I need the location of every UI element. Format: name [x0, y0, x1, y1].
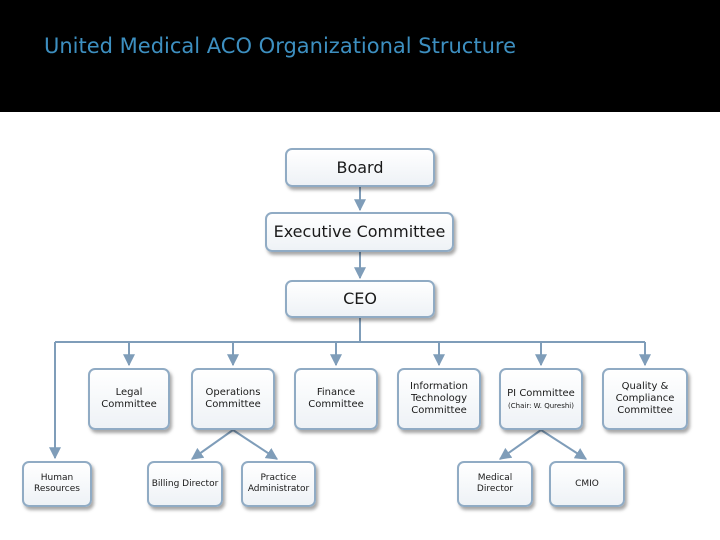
legal-committee-box: Legal Committee: [88, 368, 170, 430]
cmio-line: CMIO: [575, 478, 599, 489]
pi-committee-chair: (Chair: W. Qureshi): [508, 401, 574, 410]
connector-pi-cmio: [540, 429, 588, 460]
board-box: Board: [285, 148, 435, 187]
quality-committee-line: Compliance: [615, 393, 675, 404]
quality-committee-box: Quality & Compliance Committee: [602, 368, 688, 430]
executive-committee-label: Executive Committee: [273, 222, 446, 242]
ceo-label: CEO: [343, 289, 377, 309]
board-label: Board: [336, 157, 384, 177]
ceo-box: CEO: [285, 280, 435, 318]
human-resources-line: Resources: [34, 484, 80, 494]
connector-pi-medical: [499, 429, 542, 460]
connector-ops-billing: [191, 429, 234, 460]
medical-director-line: Medical: [477, 473, 513, 484]
practice-administrator-line: Administrator: [247, 484, 310, 494]
connector-ops-practice: [232, 429, 279, 460]
human-resources-line: Human: [40, 473, 74, 484]
practice-administrator-box: Practice Administrator: [241, 461, 316, 507]
operations-committee-line: Committee: [205, 399, 261, 410]
legal-committee-line: Legal: [115, 387, 143, 398]
billing-director-box: Billing Director: [147, 461, 223, 507]
operations-committee-box: Operations Committee: [191, 368, 275, 430]
it-committee-box: Information Technology Committee: [397, 368, 481, 430]
pi-committee-box: PI Committee (Chair: W. Qureshi): [499, 368, 583, 430]
pi-committee-line: PI Committee: [507, 387, 575, 399]
slide-title: United Medical ACO Organizational Struct…: [44, 34, 516, 58]
billing-director-line: Billing Director: [151, 478, 219, 489]
it-committee-line: Committee: [411, 405, 467, 416]
finance-committee-box: Finance Committee: [294, 368, 378, 430]
cmio-box: CMIO: [549, 461, 625, 507]
finance-committee-line: Finance: [316, 387, 356, 398]
quality-committee-line: Committee: [617, 405, 673, 416]
finance-committee-line: Committee: [308, 399, 364, 410]
executive-committee-box: Executive Committee: [265, 212, 454, 252]
human-resources-box: Human Resources: [22, 461, 92, 507]
it-committee-line: Technology: [410, 393, 467, 404]
title-bar: United Medical ACO Organizational Struct…: [0, 0, 720, 112]
medical-director-box: Medical Director: [457, 461, 533, 507]
practice-administrator-line: Practice: [260, 473, 297, 484]
legal-committee-line: Committee: [101, 399, 157, 410]
operations-committee-line: Operations: [205, 387, 261, 398]
quality-committee-line: Quality &: [621, 381, 669, 392]
medical-director-line: Director: [476, 484, 514, 494]
it-committee-line: Information: [410, 381, 468, 392]
